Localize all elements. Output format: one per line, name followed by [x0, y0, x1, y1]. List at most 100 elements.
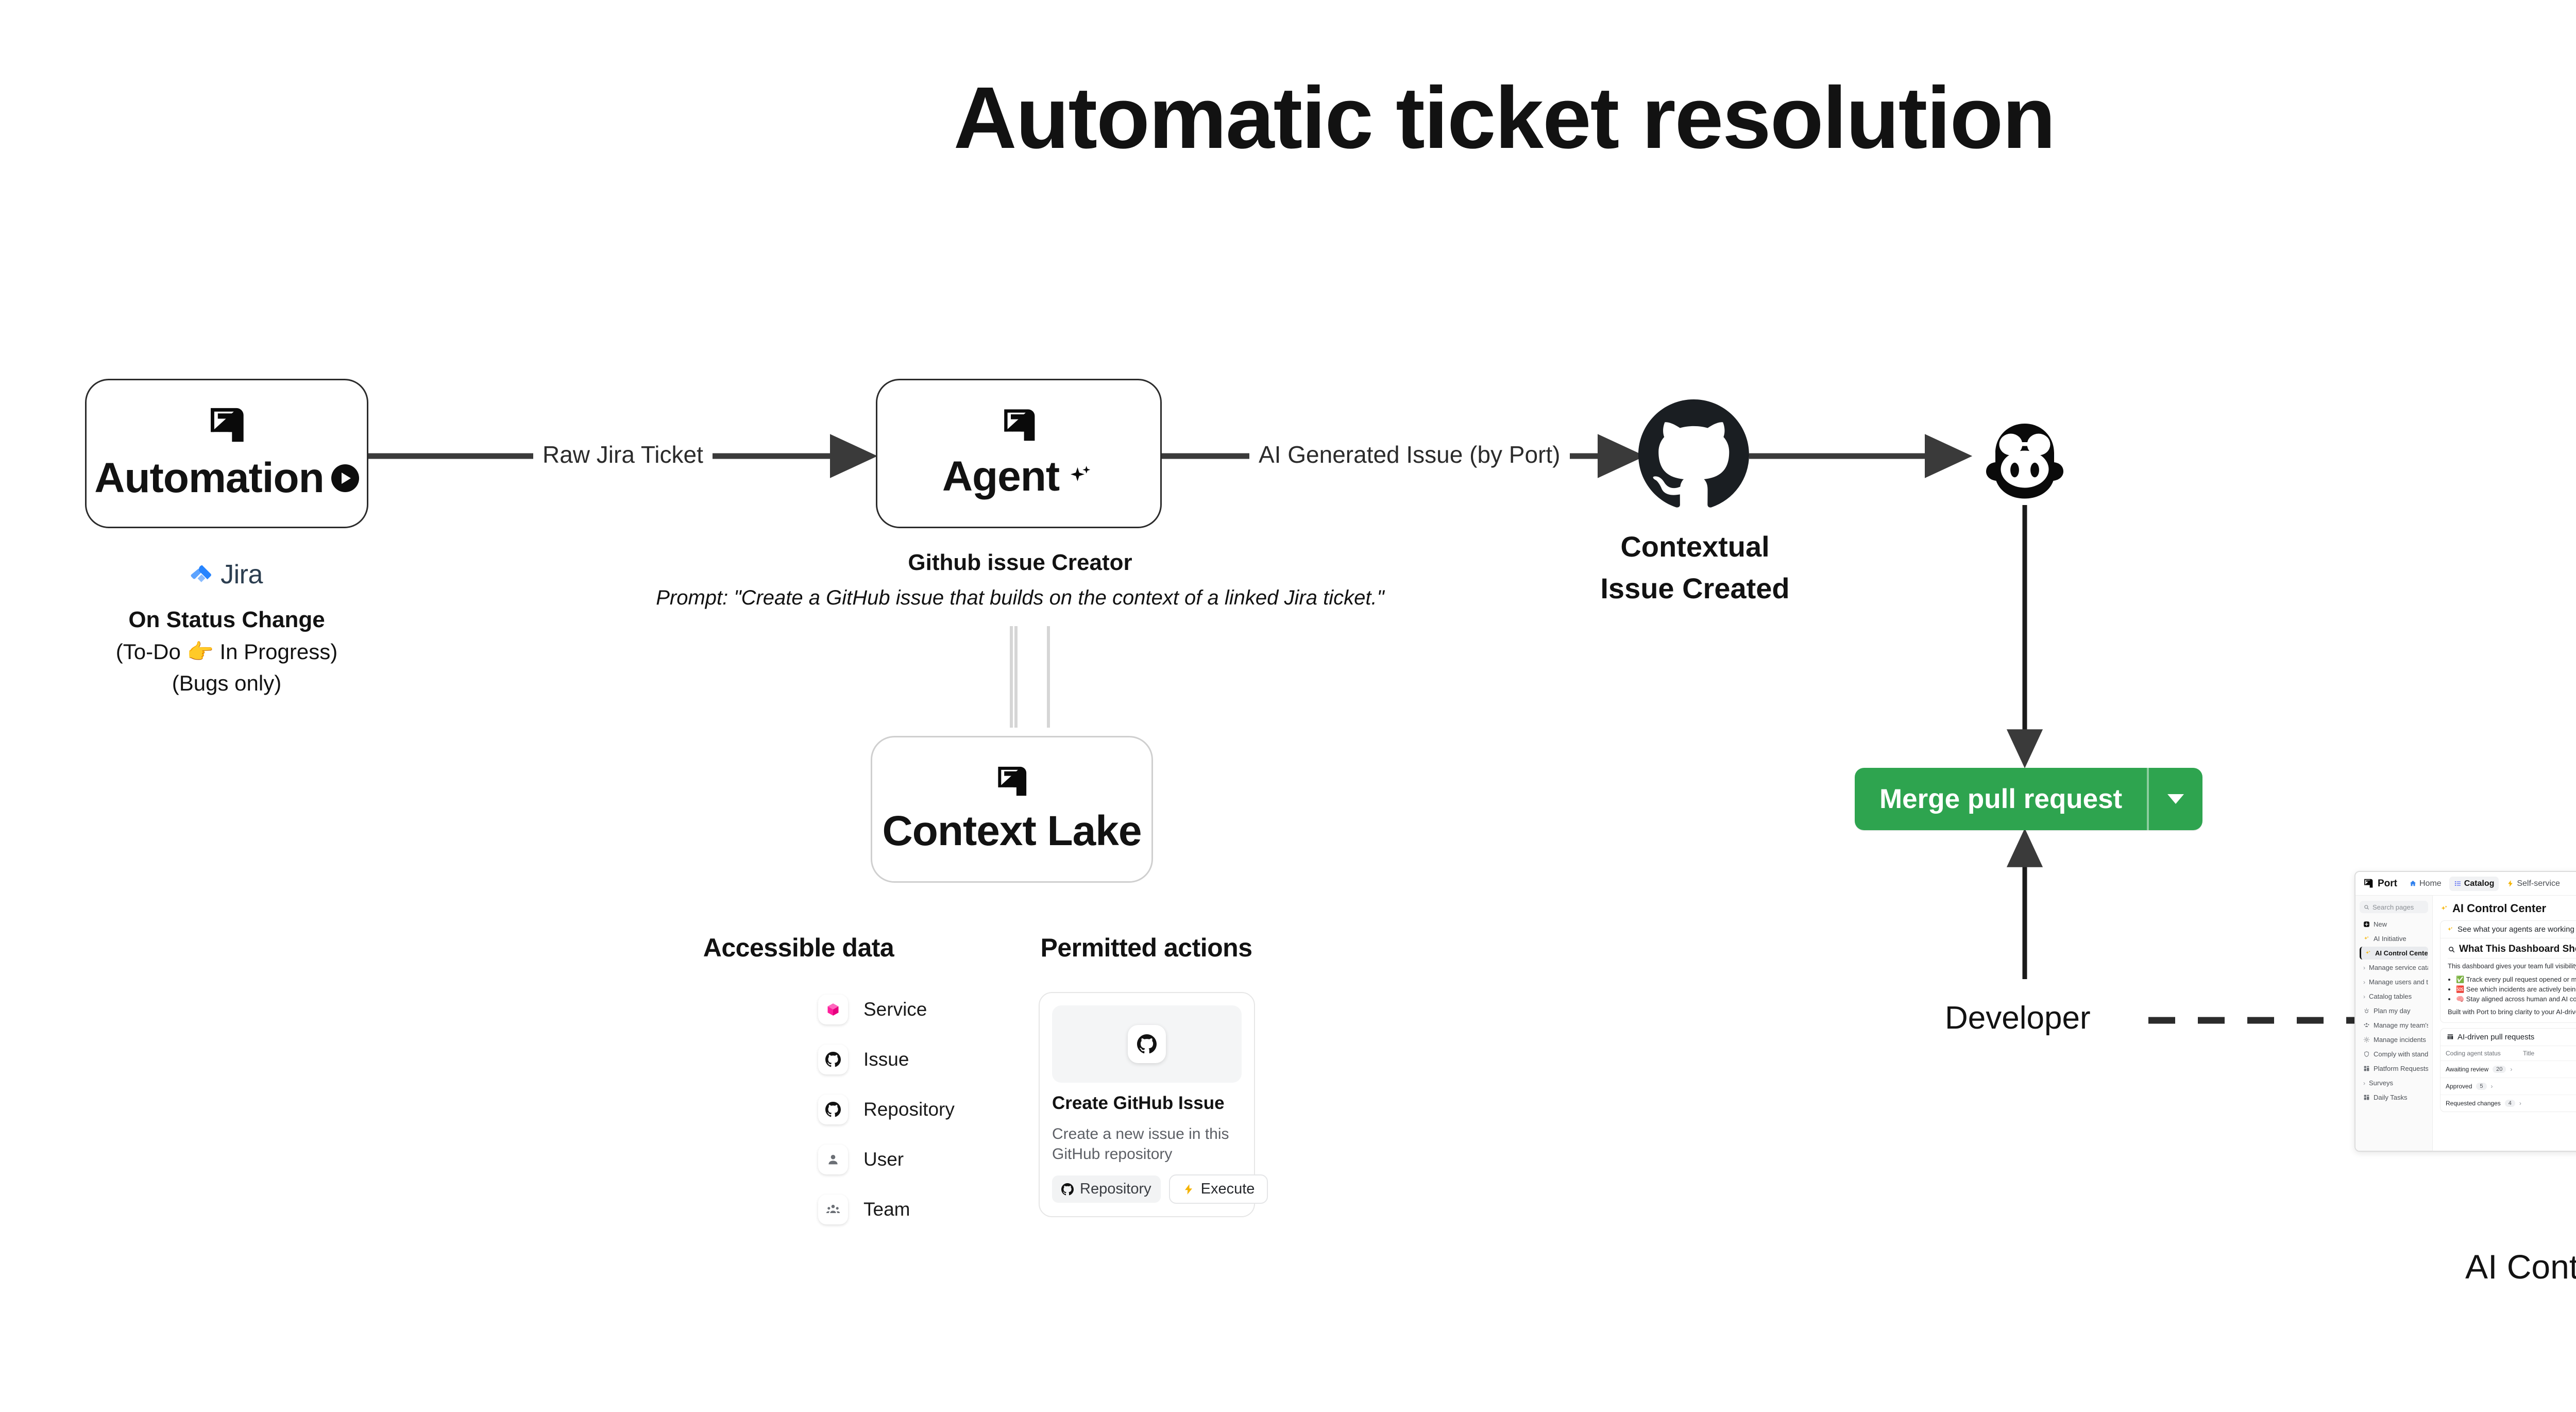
action-card-description: Create a new issue in this GitHub reposi…: [1052, 1125, 1229, 1163]
column-header-coding-agent-status[interactable]: Coding agent status: [2446, 1049, 2501, 1057]
accessible-data-title: Accessible data: [703, 933, 894, 962]
repository-tag-label: Repository: [1080, 1181, 1151, 1197]
app-topbar: Port Home C: [2355, 872, 2576, 896]
github-copilot-icon[interactable]: [1978, 407, 2071, 505]
nav-item-catalog-label: Catalog: [2464, 879, 2495, 888]
sidebar-item-manage-users-and-teams[interactable]: › Manage users and teams: [2360, 976, 2428, 988]
sidebar-item-catalog-tables[interactable]: › Catalog tables: [2360, 990, 2428, 1003]
app-nav: Home Catalog Sel: [2404, 876, 2565, 891]
node-agent[interactable]: Agent: [876, 379, 1162, 528]
table-row[interactable]: Requested changes 4 ›: [2441, 1095, 2576, 1112]
action-card-hero: [1052, 1005, 1242, 1083]
node-agent-label: Agent: [942, 453, 1060, 500]
execute-button[interactable]: Execute: [1168, 1174, 1268, 1204]
node-automation-label-row: Automation: [94, 454, 359, 502]
list-item: 🧠 Stay aligned across human and AI contr…: [2456, 995, 2576, 1003]
chevron-right-icon[interactable]: ›: [2510, 1065, 2513, 1073]
automation-transition: (To-Do 👉 In Progress): [115, 639, 338, 664]
sidebar-item-daily-tasks[interactable]: Daily Tasks: [2360, 1091, 2428, 1104]
list-item[interactable]: Issue: [818, 1045, 955, 1074]
nav-item-self-service[interactable]: Self-service: [2502, 877, 2565, 891]
sidebar-item-manage-incidents[interactable]: Manage incidents: [2360, 1033, 2428, 1046]
table-row[interactable]: Awaiting review 20 ›: [2441, 1061, 2576, 1078]
automation-scope: (Bugs only): [172, 670, 282, 695]
sidebar-item-manage-my-teams-work[interactable]: Manage my team's w...: [2360, 1019, 2428, 1032]
lightning-icon: [1182, 1183, 1195, 1196]
info-card-body: What This Dashboard Shows This dashboard…: [2441, 938, 2576, 1022]
column-header-title[interactable]: Title: [2523, 1049, 2535, 1057]
github-mark-icon: [818, 1095, 848, 1124]
app-body: Search pages New AI Initiative: [2355, 896, 2576, 1151]
list-item-label: Repository: [863, 1099, 955, 1120]
dashboard-icon: [2363, 1094, 2370, 1101]
catalog-icon: [2454, 880, 2462, 887]
nav-item-catalog[interactable]: Catalog: [2449, 876, 2499, 891]
chevron-right-icon[interactable]: ›: [2490, 1082, 2493, 1090]
plus-square-icon: [2363, 921, 2370, 928]
sidebar-item-ai-control-center[interactable]: AI Control Center: [2360, 947, 2428, 960]
table-card-header: AI-driven pull requests: [2441, 1029, 2576, 1046]
sidebar-search-input[interactable]: Search pages: [2360, 901, 2428, 913]
github-mark-icon: [1128, 1025, 1166, 1063]
incident-icon: [2363, 1036, 2370, 1043]
sidebar-item-platform-requests-dashboard[interactable]: Platform Requests Da...: [2360, 1062, 2428, 1075]
pull-requests-table-card: AI-driven pull requests Coding agent sta…: [2440, 1028, 2576, 1112]
chevron-right-icon[interactable]: ›: [2519, 1099, 2521, 1107]
repository-tag[interactable]: Repository: [1052, 1175, 1161, 1203]
row-count: 20: [2493, 1065, 2506, 1073]
sidebar-item-plan-my-day-label: Plan my day: [2374, 1007, 2411, 1015]
agent-caption: Github issue Creator Prompt: "Create a G…: [515, 546, 1525, 612]
app-brand[interactable]: Port: [2363, 878, 2397, 889]
play-badge-icon[interactable]: [331, 464, 359, 492]
row-status-label: Awaiting review: [2446, 1065, 2489, 1073]
sidebar-item-platform-requests-dashboard-label: Platform Requests Da...: [2374, 1065, 2428, 1072]
list-item[interactable]: Team: [818, 1195, 955, 1224]
user-icon: [818, 1145, 848, 1174]
github-mark-icon: [1061, 1183, 1074, 1196]
chevron-down-icon[interactable]: [2149, 768, 2202, 830]
sidebar-item-new[interactable]: New: [2360, 918, 2428, 931]
page-title: AI Control Center: [2440, 902, 2546, 915]
merge-pull-request-label: Merge pull request: [1879, 784, 2123, 814]
info-card-heading: What This Dashboard Shows: [2448, 944, 2576, 959]
nav-item-home[interactable]: Home: [2404, 877, 2446, 891]
merge-pull-request-button[interactable]: Merge pull request: [1855, 768, 2203, 830]
thumbnail-caption: AI Control Center: [2465, 1248, 2576, 1286]
jira-logo-row: Jira: [59, 559, 394, 590]
page-title: Automatic ticket resolution: [953, 69, 2056, 167]
sparkle-icon: [2365, 950, 2371, 956]
sidebar-item-ai-initiative[interactable]: AI Initiative: [2360, 932, 2428, 945]
list-item[interactable]: User: [818, 1145, 955, 1174]
app-brand-label: Port: [2378, 878, 2397, 889]
nav-item-self-service-label: Self-service: [2517, 879, 2560, 888]
port-logo-icon: [2573, 1183, 2576, 1220]
info-card-header-label: See what your agents are working on: [2458, 925, 2576, 934]
node-automation[interactable]: Automation: [85, 379, 368, 528]
table-row[interactable]: Approved 5 ›: [2441, 1078, 2576, 1095]
ai-control-center-screenshot[interactable]: Port Home C: [2354, 871, 2576, 1152]
sidebar-item-ai-control-center-label: AI Control Center: [2375, 949, 2428, 957]
row-status: Approved 5 ›: [2446, 1082, 2523, 1090]
list-item[interactable]: Repository: [818, 1095, 955, 1124]
sidebar-item-manage-service-catalog[interactable]: › Manage service catalog: [2360, 961, 2428, 974]
sidebar-item-manage-service-catalog-label: Manage service catalog: [2369, 964, 2428, 971]
sparkle-icon: [2447, 926, 2454, 933]
info-card-paragraph: This dashboard gives your team full visi…: [2448, 962, 2576, 970]
dashboard-icon: [2363, 1065, 2370, 1072]
list-item-label: Service: [863, 999, 927, 1020]
action-card-create-github-issue[interactable]: Create GitHub Issue Create a new issue i…: [1039, 992, 1268, 1217]
github-mark-icon[interactable]: [1638, 399, 1749, 510]
agent-caption-prompt: Prompt: "Create a GitHub issue that buil…: [656, 586, 1384, 609]
sidebar-item-manage-my-teams-work-label: Manage my team's w...: [2374, 1021, 2428, 1029]
sidebar-item-surveys[interactable]: › Surveys: [2360, 1077, 2428, 1089]
list-item[interactable]: Service: [818, 995, 955, 1024]
port-logo-icon: [998, 406, 1040, 447]
sidebar-search-placeholder: Search pages: [2372, 903, 2414, 911]
row-count: 5: [2476, 1082, 2487, 1090]
node-context-lake[interactable]: Context Lake: [871, 736, 1153, 883]
sidebar-item-manage-incidents-label: Manage incidents: [2374, 1036, 2426, 1044]
row-count: 4: [2504, 1099, 2515, 1107]
sidebar-item-catalog-tables-label: Catalog tables: [2369, 993, 2412, 1000]
sidebar-item-plan-my-day[interactable]: Plan my day: [2360, 1004, 2428, 1017]
sidebar-item-comply-with-standards[interactable]: Comply with standar...: [2360, 1048, 2428, 1061]
